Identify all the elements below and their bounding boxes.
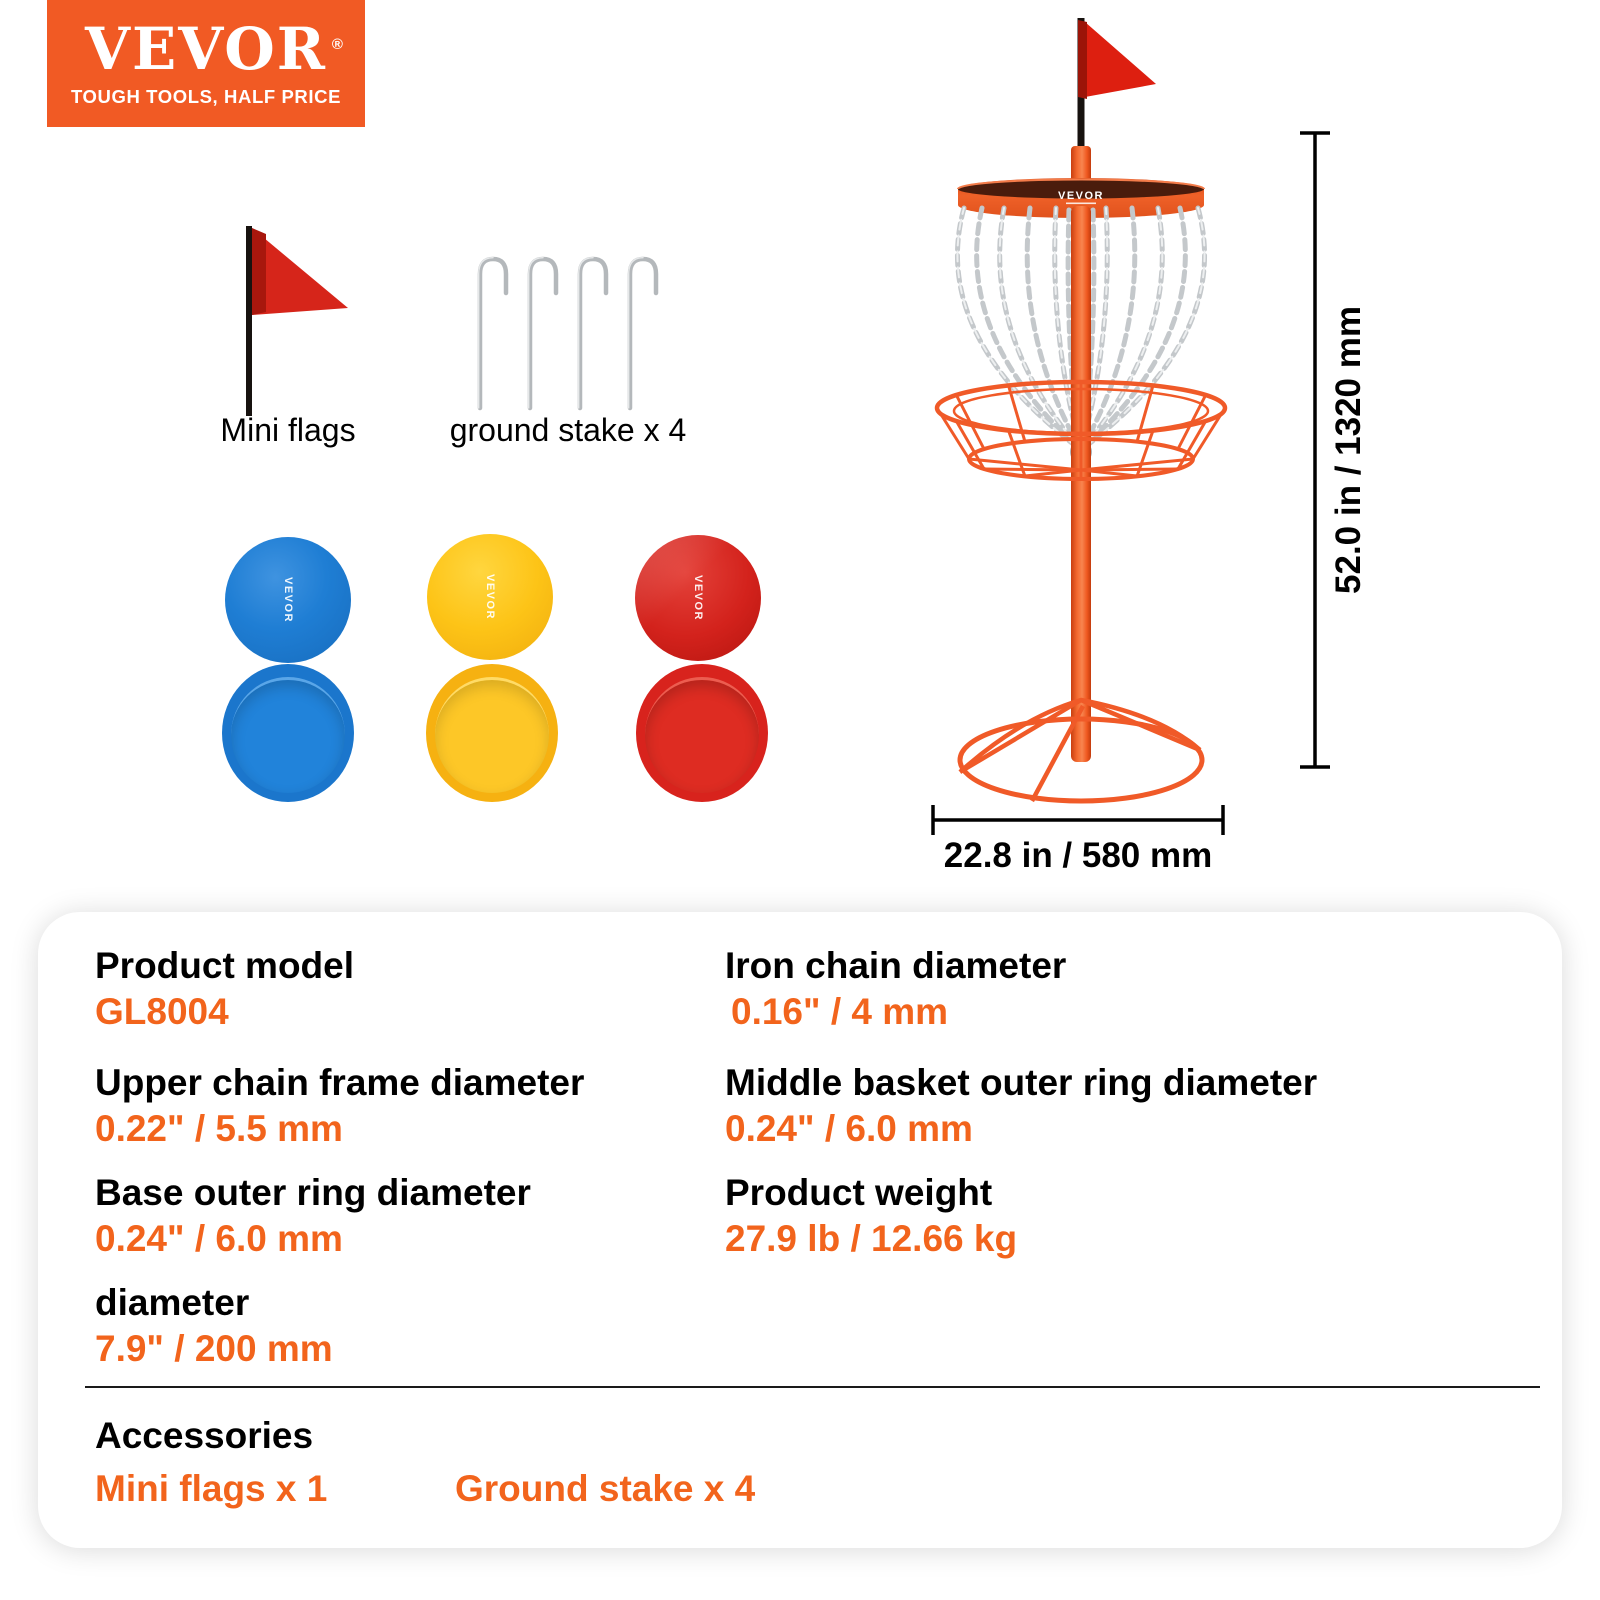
- logo-wordmark: VEVOR ®: [85, 14, 345, 83]
- spec-value-upper-chain-frame-diameter: 0.22" / 5.5 mm: [95, 1108, 343, 1149]
- width-dimension-label: 22.8 in / 580 mm: [943, 836, 1213, 875]
- mini-flags-label: Mini flags: [220, 412, 356, 448]
- spec-value-diameter: 7.9" / 200 mm: [95, 1328, 333, 1369]
- disc-red-bottom-view: [636, 664, 768, 802]
- upper-chain-frame: VEVOR: [957, 178, 1205, 218]
- registered-mark: ®: [331, 35, 345, 53]
- spec-value-iron-chain-diameter: 0.16" / 4 mm: [731, 991, 949, 1032]
- spec-value-middle-basket-outer-ring-diameter: 0.24" / 6.0 mm: [725, 1108, 973, 1149]
- dimension-lines: [931, 131, 1330, 835]
- disc-rim: [645, 677, 759, 793]
- spec-value-product-model: GL8004: [95, 991, 229, 1032]
- spec-panel: [38, 912, 1562, 1548]
- spec-value-product-weight: 27.9 lb / 12.66 kg: [725, 1218, 1018, 1259]
- spec-label-product-weight: Product weight: [725, 1172, 993, 1213]
- disc-rim: [435, 677, 549, 793]
- disc-brand-text: VEVOR: [692, 574, 704, 622]
- disc-rim: [231, 677, 345, 793]
- disc-brand-text: VEVOR: [282, 576, 294, 624]
- disc-brand-text: VEVOR: [484, 573, 496, 621]
- ground-stakes-icon: [477, 256, 659, 411]
- disc-yellow-top-view: VEVOR: [427, 534, 553, 660]
- disc-yellow-bottom-view: [426, 664, 558, 802]
- spec-value-base-outer-ring-diameter: 0.24" / 6.0 mm: [95, 1218, 343, 1259]
- basket-base: [957, 697, 1205, 804]
- accessory-item-mini-flags: Mini flags x 1: [95, 1468, 328, 1509]
- disc-golf-basket-illustration: VEVOR: [931, 18, 1330, 835]
- disc-blue-top-view: VEVOR: [225, 537, 351, 663]
- disc-red-top-view: VEVOR: [635, 535, 761, 661]
- mini-flag-icon: [246, 226, 348, 416]
- accessories-title: Accessories: [95, 1415, 314, 1456]
- band-brand-text: VEVOR: [1058, 190, 1104, 202]
- panel-divider: [85, 1386, 1540, 1388]
- spec-label-base-outer-ring-diameter: Base outer ring diameter: [95, 1172, 531, 1213]
- spec-label-product-model: Product model: [95, 945, 355, 986]
- basket-pole: [1071, 206, 1091, 762]
- accessory-item-ground-stake: Ground stake x 4: [455, 1468, 756, 1509]
- disc-blue-bottom-view: [222, 664, 354, 802]
- middle-basket: [934, 379, 1228, 481]
- logo-tagline: TOUGH TOOLS, HALF PRICE: [70, 85, 342, 107]
- height-dimension-label: 52.0 in / 1320 mm: [1329, 306, 1368, 594]
- spec-label-iron-chain-diameter: Iron chain diameter: [725, 945, 1067, 986]
- ground-stake-label: ground stake x 4: [449, 412, 687, 448]
- basket-flag-icon: [1077, 18, 1156, 156]
- spec-label-middle-basket-outer-ring-diameter: Middle basket outer ring diameter: [725, 1062, 1318, 1103]
- spec-label-upper-chain-frame-diameter: Upper chain frame diameter: [95, 1062, 585, 1103]
- spec-label-diameter: diameter: [95, 1282, 250, 1323]
- vevor-logo: VEVOR ® TOUGH TOOLS, HALF PRICE: [47, 0, 365, 127]
